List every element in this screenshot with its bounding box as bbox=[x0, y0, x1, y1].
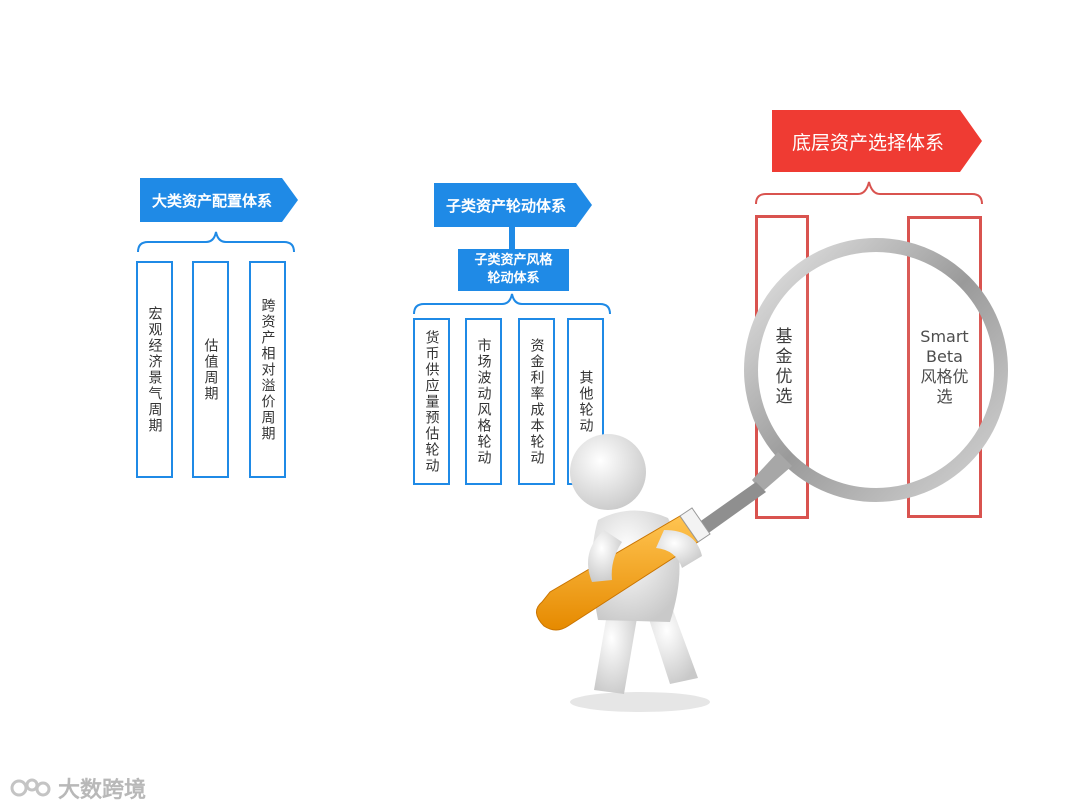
figure-shadow bbox=[570, 692, 710, 712]
smart-beta-label: Smart Beta 风格优 选 bbox=[920, 327, 968, 407]
asset-allocation-title-text: 大类资产配置体系 bbox=[151, 191, 272, 210]
figure-head bbox=[570, 434, 646, 510]
figure-with-magnifier-illustration bbox=[536, 238, 1008, 712]
market-volatility-rotation-box: 市场波动风格轮动 bbox=[465, 318, 502, 485]
sub-asset-rotation-title: 子类资产轮动体系 bbox=[434, 183, 592, 227]
figure-leg-right bbox=[646, 602, 698, 684]
magnifier-lens bbox=[744, 238, 1008, 502]
cross-asset-cycle-label: 跨资产相对溢价周期 bbox=[259, 297, 276, 442]
watermark-text: 大数跨境 bbox=[58, 778, 147, 803]
watermark-logo-icon bbox=[10, 778, 51, 797]
fund-selection-label: 基金优选 bbox=[770, 327, 795, 407]
magnifier-shaft bbox=[688, 482, 766, 542]
figure-leg-left bbox=[594, 608, 638, 694]
middle-brace bbox=[413, 293, 611, 315]
sub-asset-rotation-title-text: 子类资产轮动体系 bbox=[445, 196, 566, 215]
figure-arm-left bbox=[588, 530, 622, 582]
funding-rate-rotation-label: 资金利率成本轮动 bbox=[528, 337, 545, 466]
left-brace bbox=[137, 231, 295, 253]
valuation-cycle-label: 估值周期 bbox=[202, 337, 219, 402]
market-volatility-rotation-label: 市场波动风格轮动 bbox=[475, 337, 492, 466]
watermark: 大数跨境 bbox=[10, 772, 146, 804]
other-rotation-label: 其他轮动 bbox=[577, 369, 594, 434]
underlying-asset-title: 底层资产选择体系 bbox=[772, 110, 982, 172]
smart-beta-box: Smart Beta 风格优 选 bbox=[907, 216, 982, 518]
right-brace bbox=[755, 181, 983, 205]
macro-cycle-box: 宏观经济景气周期 bbox=[136, 261, 173, 478]
funding-rate-rotation-box: 资金利率成本轮动 bbox=[518, 318, 555, 485]
underlying-asset-title-text: 底层资产选择体系 bbox=[791, 131, 944, 154]
style-rotation-label: 子类资产风格 轮动体系 bbox=[474, 253, 553, 286]
magnifier-neck bbox=[752, 452, 792, 492]
style-rotation-box: 子类资产风格 轮动体系 bbox=[458, 249, 569, 291]
cross-asset-cycle-box: 跨资产相对溢价周期 bbox=[249, 261, 286, 478]
connector-line bbox=[509, 227, 515, 249]
valuation-cycle-box: 估值周期 bbox=[192, 261, 229, 478]
figure-arm-right bbox=[656, 530, 702, 568]
money-supply-rotation-box: 货币供应量预估轮动 bbox=[413, 318, 450, 485]
asset-allocation-title: 大类资产配置体系 bbox=[140, 178, 298, 222]
macro-cycle-label: 宏观经济景气周期 bbox=[146, 305, 163, 434]
money-supply-rotation-label: 货币供应量预估轮动 bbox=[423, 329, 440, 474]
